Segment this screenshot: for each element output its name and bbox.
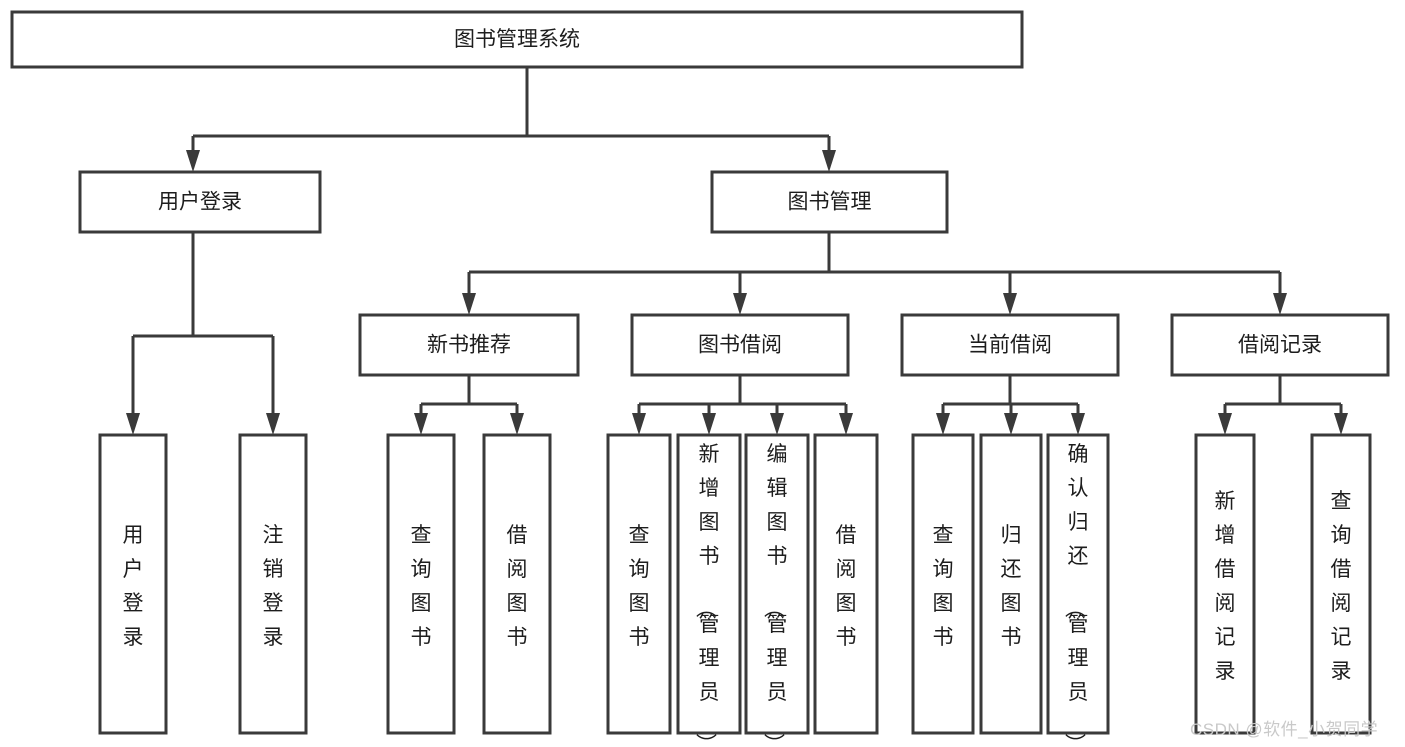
connector-group-newbook-to-leaves [414, 375, 524, 435]
node-level3-新书推荐[interactable]: 新书推荐 [358, 313, 580, 377]
node-box [238, 433, 308, 735]
node-leaf-查询借阅记录[interactable]: 查询借阅记录 [1310, 433, 1372, 735]
node-leaf-借阅图书[interactable]: 借阅图书 [482, 433, 552, 735]
node-box [358, 313, 580, 377]
node-level2-用户登录[interactable]: 用户登录 [78, 170, 322, 234]
node-label: 查询图书 [411, 524, 432, 649]
connector-group-bookmgmt-to-level3 [462, 232, 1287, 315]
node-label: 新增图书（管理员） [694, 443, 720, 747]
node-leaf-用户登录[interactable]: 用户登录 [98, 433, 168, 735]
node-box [606, 433, 672, 735]
node-box [386, 433, 456, 735]
node-level3-当前借阅[interactable]: 当前借阅 [900, 313, 1120, 377]
node-leaf-查询图书[interactable]: 查询图书 [386, 433, 456, 735]
node-leaf-借阅图书[interactable]: 借阅图书 [813, 433, 879, 735]
node-box [979, 433, 1043, 735]
node-box [1046, 433, 1110, 735]
node-label: 图书借阅 [698, 334, 782, 357]
node-label: 查询图书 [629, 524, 650, 649]
node-layer: 图书管理系统用户登录图书管理新书推荐图书借阅当前借阅借阅记录用户登录注销登录查询… [10, 10, 1390, 747]
node-root-图书管理系统[interactable]: 图书管理系统 [10, 10, 1024, 69]
node-label: 图书管理 [788, 191, 872, 214]
node-label: 归还图书 [1001, 524, 1022, 649]
connector-group-current-to-leaves [936, 375, 1085, 435]
node-label: 用户登录 [123, 524, 144, 649]
node-leaf-归还图书[interactable]: 归还图书 [979, 433, 1043, 735]
node-label: 编辑图书（管理员） [762, 443, 788, 747]
node-box [1170, 313, 1390, 377]
node-label: 新增借阅记录 [1215, 490, 1236, 683]
node-label: 图书管理系统 [454, 28, 580, 51]
node-box [482, 433, 552, 735]
node-leaf-新增图书管理员[interactable]: 新增图书（管理员） [676, 433, 742, 747]
node-box [813, 433, 879, 735]
node-leaf-新增借阅记录[interactable]: 新增借阅记录 [1194, 433, 1256, 735]
node-box [10, 10, 1024, 69]
node-box [630, 313, 850, 377]
node-box [900, 313, 1120, 377]
node-leaf-编辑图书管理员[interactable]: 编辑图书（管理员） [744, 433, 810, 747]
node-level3-借阅记录[interactable]: 借阅记录 [1170, 313, 1390, 377]
csdn-watermark: CSDN @软件_小贺同学 [1190, 720, 1379, 739]
node-label: 借阅记录 [1238, 334, 1322, 357]
node-label: 借阅图书 [507, 524, 528, 649]
node-leaf-确认归还管理员[interactable]: 确认归还（管理员） [1046, 433, 1110, 747]
node-label: 注销登录 [263, 524, 284, 649]
node-box [98, 433, 168, 735]
node-label: 查询借阅记录 [1331, 490, 1352, 683]
connector-group-userlogin-to-leaves [126, 232, 280, 435]
node-leaf-查询图书[interactable]: 查询图书 [606, 433, 672, 735]
node-label: 用户登录 [158, 191, 242, 214]
node-level3-图书借阅[interactable]: 图书借阅 [630, 313, 850, 377]
node-box [911, 433, 975, 735]
node-label: 确认归还（管理员） [1063, 443, 1089, 747]
node-box [744, 433, 810, 735]
node-level2-图书管理[interactable]: 图书管理 [710, 170, 949, 234]
node-leaf-注销登录[interactable]: 注销登录 [238, 433, 308, 735]
connector-group-root-to-level2 [186, 67, 836, 172]
connector-group-borrow-to-leaves [632, 375, 853, 435]
connector-group-records-to-leaves [1218, 375, 1348, 435]
connector-layer [126, 67, 1348, 435]
node-label: 查询图书 [933, 524, 954, 649]
node-label: 借阅图书 [836, 524, 857, 649]
node-box [78, 170, 322, 234]
node-box [710, 170, 949, 234]
node-box [676, 433, 742, 735]
node-box [1194, 433, 1256, 735]
node-label: 当前借阅 [968, 334, 1052, 357]
node-leaf-查询图书[interactable]: 查询图书 [911, 433, 975, 735]
node-box [1310, 433, 1372, 735]
node-label: 新书推荐 [427, 334, 511, 357]
